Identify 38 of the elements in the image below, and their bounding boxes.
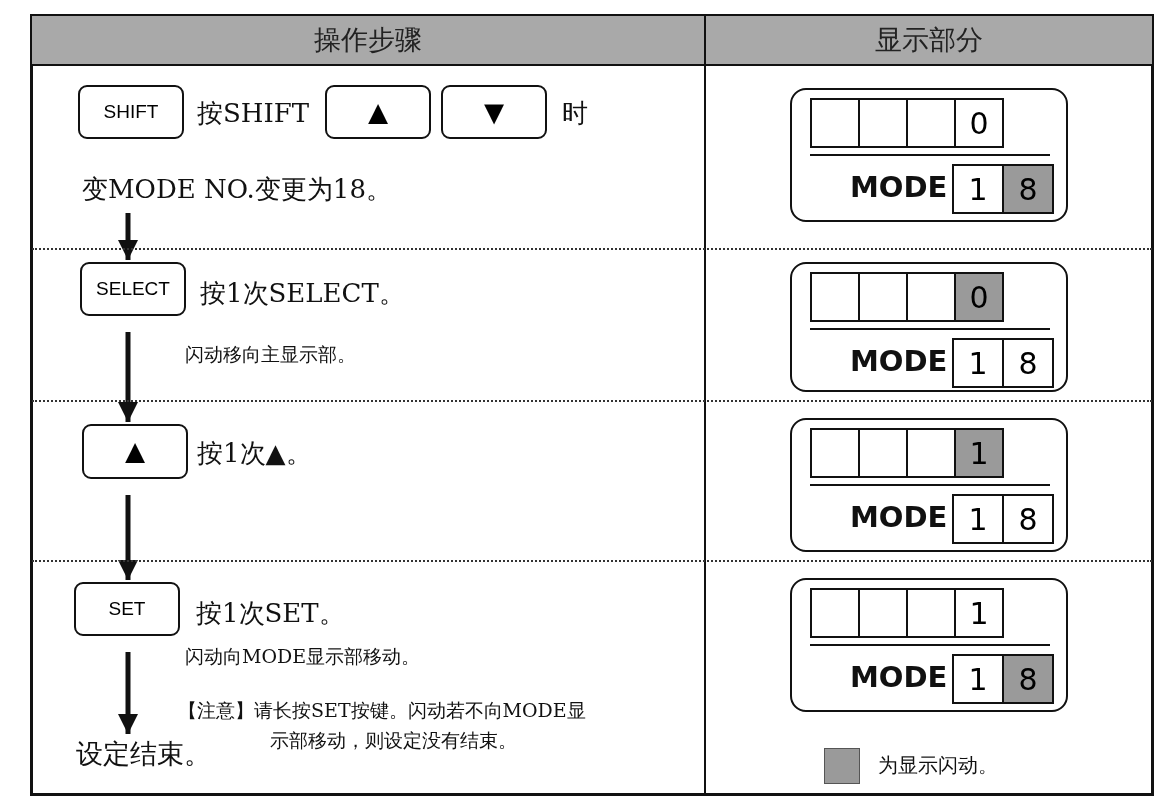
table-header: 操作步骤 bbox=[32, 16, 704, 66]
digit-cell: 8 bbox=[1002, 164, 1054, 214]
display-panel bbox=[790, 418, 1068, 552]
mode-label: MODE bbox=[850, 500, 948, 534]
arrow bbox=[118, 332, 138, 422]
instruction-text: 时 bbox=[562, 97, 588, 130]
key-button: ▲ bbox=[325, 85, 431, 139]
digit-cell: 1 bbox=[952, 494, 1004, 544]
display-panel bbox=[790, 578, 1068, 712]
instruction-text: 按SHIFT bbox=[197, 97, 310, 130]
key-button: ▼ bbox=[441, 85, 547, 139]
key-button: SET bbox=[74, 582, 180, 636]
mode-label: MODE bbox=[850, 660, 948, 694]
mode-label: MODE bbox=[850, 170, 948, 204]
digit-cell: 0 bbox=[954, 98, 1004, 148]
instruction-text: 按1次▲。 bbox=[197, 437, 312, 470]
instruction-text: 按1次SELECT。 bbox=[200, 277, 405, 310]
digit-cell: 8 bbox=[1002, 494, 1054, 544]
arrow bbox=[118, 495, 138, 580]
digit-cell: 8 bbox=[1002, 654, 1054, 704]
digit-cell: 1 bbox=[952, 338, 1004, 388]
digit-cell: 1 bbox=[954, 428, 1004, 478]
instruction-text: 变MODE NO.变更为18。 bbox=[82, 172, 392, 207]
digit-cell: 1 bbox=[954, 588, 1004, 638]
legend-text: 为显示闪动。 bbox=[878, 752, 998, 779]
digit-cell: 8 bbox=[1002, 338, 1054, 388]
key-button: SELECT bbox=[80, 262, 186, 316]
digit-cell: 0 bbox=[954, 272, 1004, 322]
table-header: 显示部分 bbox=[706, 16, 1152, 66]
mode-label: MODE bbox=[850, 344, 948, 378]
display-panel bbox=[790, 88, 1068, 222]
key-button: SHIFT bbox=[78, 85, 184, 139]
key-button: ▲ bbox=[82, 424, 188, 479]
instruction-text: 按1次SET。 bbox=[196, 597, 345, 630]
instruction-text: 闪动向MODE显示部移动。 bbox=[185, 644, 421, 669]
display-panel bbox=[790, 262, 1068, 392]
instruction-text: 闪动移向主显示部。 bbox=[185, 342, 356, 367]
arrow bbox=[118, 652, 138, 734]
